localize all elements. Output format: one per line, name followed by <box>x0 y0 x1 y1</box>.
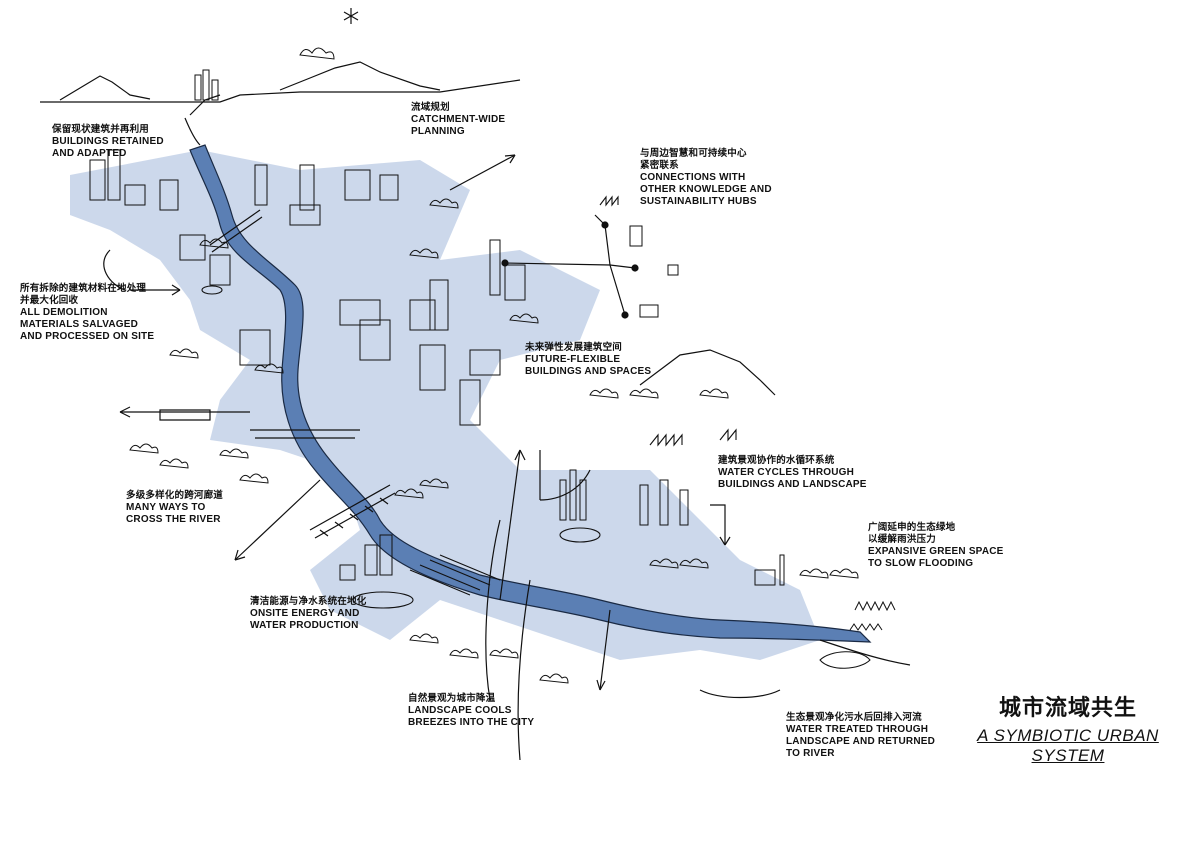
label-en: CONNECTIONS WITH OTHER KNOWLEDGE AND SUS… <box>640 172 772 207</box>
label-en: EXPANSIVE GREEN SPACE TO SLOW FLOODING <box>868 546 1004 569</box>
flood-hatching <box>819 600 896 669</box>
label-en: BUILDINGS RETAINED AND ADAPTED <box>52 136 164 159</box>
river <box>189 144 872 643</box>
label-en: FUTURE-FLEXIBLE BUILDINGS AND SPACES <box>525 354 652 377</box>
label-zh: 广阔延申的生态绿地 以缓解雨洪压力 <box>868 522 956 545</box>
compass-star-icon <box>343 8 359 24</box>
label-en: WATER CYCLES THROUGH BUILDINGS AND LANDS… <box>718 467 867 490</box>
label-demolition: 所有拆除的建筑材料在地处理 并最大化回收 ALL DEMOLITION MATE… <box>20 283 154 343</box>
label-zh: 建筑景观协作的水循环系统 <box>718 455 835 466</box>
label-zh: 清洁能源与净水系统在地化 <box>250 596 367 607</box>
label-en: MANY WAYS TO CROSS THE RIVER <box>126 502 221 525</box>
label-zh: 所有拆除的建筑材料在地处理 并最大化回收 <box>20 283 147 306</box>
label-connections: 与周边智慧和可持续中心 紧密联系 CONNECTIONS WITH OTHER … <box>640 148 772 208</box>
label-buildings-retained: 保留现状建筑并再利用 BUILDINGS RETAINED AND ADAPTE… <box>52 124 164 160</box>
bridges <box>159 209 396 539</box>
label-en: WATER TREATED THROUGH LANDSCAPE AND RETU… <box>786 724 936 759</box>
label-zh: 生态景观净化污水后回排入河流 <box>786 712 922 723</box>
label-zh: 与周边智慧和可持续中心 紧密联系 <box>640 148 747 171</box>
flow-arrows <box>103 154 911 761</box>
title-en: A SYMBIOTIC URBAN SYSTEM <box>977 726 1159 765</box>
label-clean-energy: 清洁能源与净水系统在地化 ONSITE ENERGY AND WATER PRO… <box>250 596 366 632</box>
label-zh: 自然景观为城市降温 <box>408 693 496 704</box>
network-hubs <box>501 214 639 319</box>
label-water-cycles: 建筑景观协作的水循环系统 WATER CYCLES THROUGH BUILDI… <box>718 455 867 491</box>
buildings <box>89 69 785 586</box>
development-zones <box>70 150 820 660</box>
trees <box>129 47 859 684</box>
label-en: ALL DEMOLITION MATERIALS SALVAGED AND PR… <box>20 307 155 342</box>
title-zh: 城市流域共生 <box>998 696 1137 721</box>
diagram-title: 城市流域共生 A SYMBIOTIC URBAN SYSTEM <box>958 690 1178 766</box>
label-zh: 保留现状建筑并再利用 <box>52 124 150 135</box>
label-zh: 流域规划 <box>411 102 450 113</box>
label-zh: 未来弹性发展建筑空间 <box>525 342 623 353</box>
label-catchment: 流域规划 CATCHMENT-WIDE PLANNING <box>411 102 505 138</box>
label-future-flexible: 未来弹性发展建筑空间 FUTURE-FLEXIBLE BUILDINGS AND… <box>525 342 651 378</box>
hills <box>40 61 776 396</box>
label-en: CATCHMENT-WIDE PLANNING <box>411 114 506 137</box>
label-landscape-cools: 自然景观为城市降温 LANDSCAPE COOLS BREEZES INTO T… <box>408 693 534 729</box>
label-green-space: 广阔延申的生态绿地 以缓解雨洪压力 EXPANSIVE GREEN SPACE … <box>868 522 1004 570</box>
label-zh: 多级多样化的跨河廊道 <box>126 490 224 501</box>
label-water-treated: 生态景观净化污水后回排入河流 WATER TREATED THROUGH LAN… <box>786 712 935 760</box>
label-en: ONSITE ENERGY AND WATER PRODUCTION <box>250 608 360 631</box>
facilities <box>201 195 737 609</box>
label-en: LANDSCAPE COOLS BREEZES INTO THE CITY <box>408 705 535 728</box>
label-many-ways: 多级多样化的跨河廊道 MANY WAYS TO CROSS THE RIVER <box>126 490 223 526</box>
